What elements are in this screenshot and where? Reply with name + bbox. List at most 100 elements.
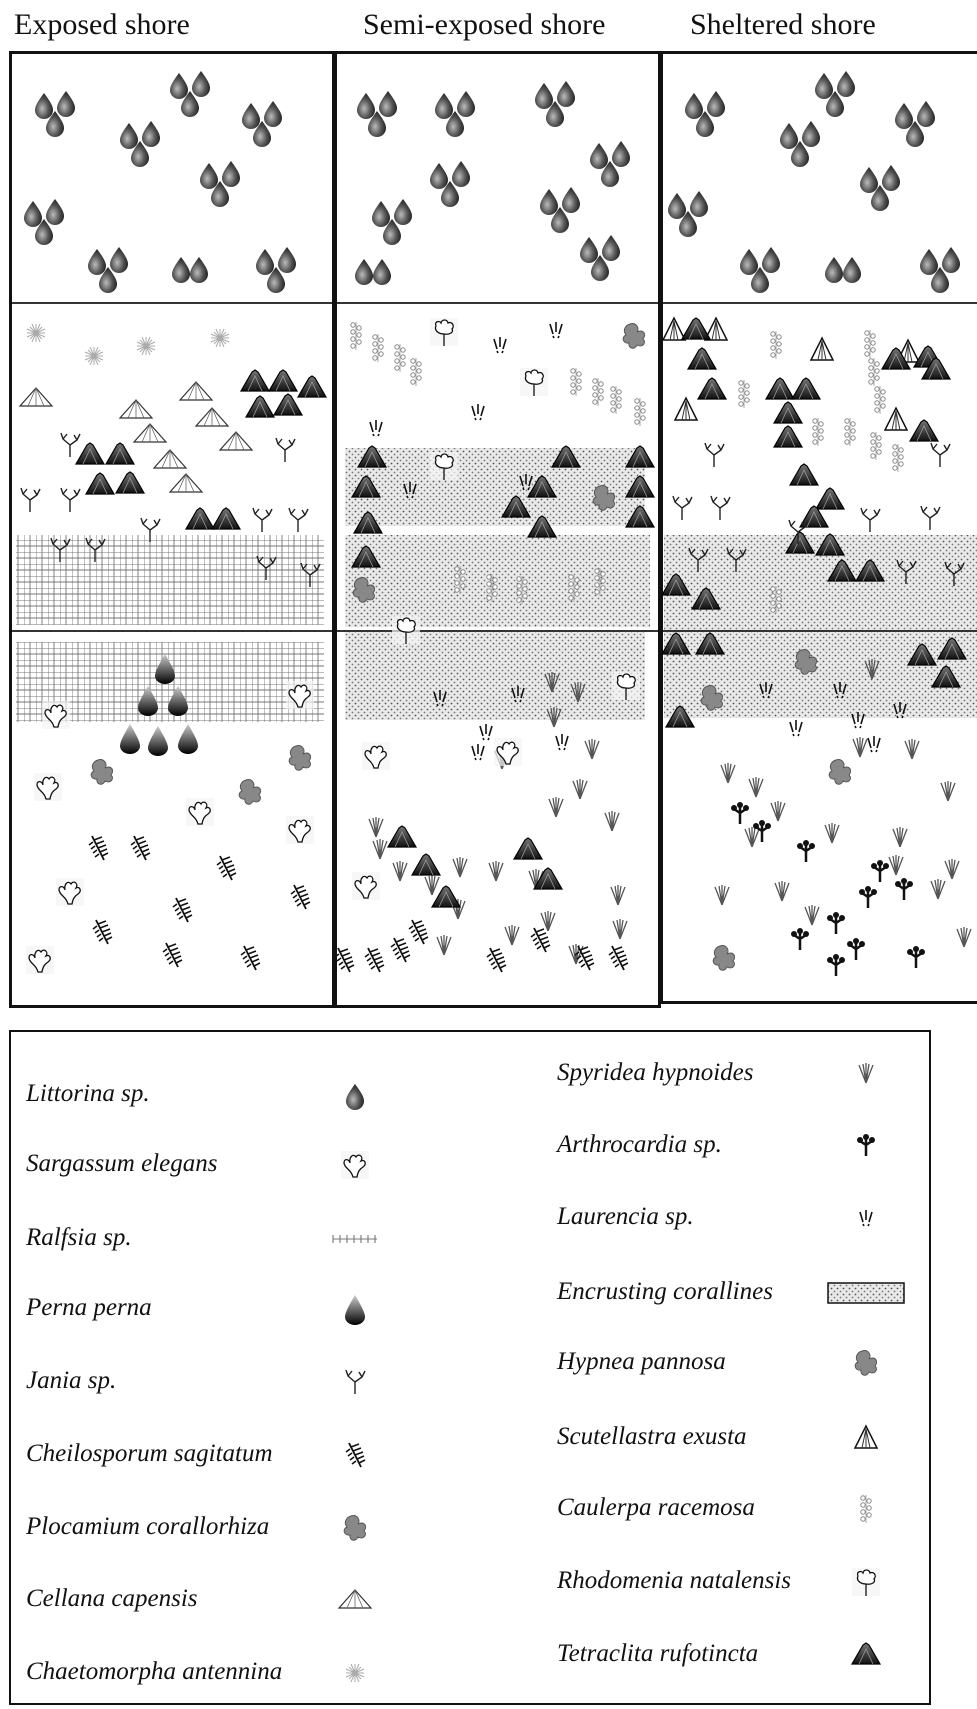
tetraclita-mark — [680, 317, 712, 340]
caulerpa-mark — [568, 574, 580, 602]
arthrocardia-mark — [859, 886, 877, 908]
littorina-mark — [142, 121, 160, 147]
littorina-mark — [780, 123, 798, 149]
tetraclita-mark — [920, 357, 952, 380]
tetraclita-mark — [686, 347, 718, 370]
arthrocardia-mark — [797, 840, 815, 862]
spyridea-mark — [488, 861, 504, 882]
plocamium-mark — [90, 759, 114, 785]
rhodomenia-mark — [430, 318, 458, 346]
tetraclita-mark — [814, 533, 846, 556]
laurencia-mark — [471, 744, 485, 761]
jania-mark — [944, 561, 965, 586]
arthrocardia-mark — [907, 946, 925, 968]
littorina-mark — [751, 267, 769, 293]
laurencia-mark — [851, 712, 865, 729]
legend-symbol-littorina-icon — [346, 1084, 364, 1110]
spyridea-mark — [584, 739, 600, 760]
spyridea-mark — [744, 827, 760, 848]
column-title-sheltered: Sheltered shore — [690, 8, 876, 41]
laurencia-mark — [369, 420, 383, 437]
littorina-mark — [373, 259, 391, 285]
legend-label-laurencia: Laurencia sp. — [557, 1203, 694, 1230]
spyridea-mark — [544, 672, 560, 693]
tetraclita-mark — [184, 507, 216, 530]
spyridea-mark — [528, 869, 544, 890]
spyridea-mark — [504, 925, 520, 946]
littorina-mark — [580, 237, 598, 263]
tetraclita-mark — [660, 573, 692, 596]
littorina-mark — [190, 257, 208, 283]
littorina-mark — [35, 219, 53, 245]
cellana-mark — [132, 423, 168, 443]
littorina-mark — [446, 111, 464, 137]
laurencia-mark — [403, 482, 417, 499]
tetraclita-mark — [624, 475, 656, 498]
tetraclita-mark — [696, 377, 728, 400]
rhodomenia-mark — [430, 452, 458, 480]
caulerpa-mark — [516, 576, 528, 604]
tetraclita-mark — [350, 475, 382, 498]
laurencia-mark — [511, 686, 525, 703]
spyridea-mark — [852, 737, 868, 758]
spyridea-mark — [540, 911, 556, 932]
plocamium-mark — [288, 745, 312, 771]
tetraclita-mark — [84, 472, 116, 495]
littorina-mark — [668, 193, 686, 219]
cheilosporum-mark — [334, 947, 355, 973]
cheilosporum-mark — [88, 835, 109, 861]
perna-mark — [148, 726, 168, 756]
caulerpa-mark — [486, 574, 498, 602]
littorina-mark — [826, 91, 844, 117]
cheilosporum-mark — [364, 947, 385, 973]
littorina-mark — [267, 267, 285, 293]
plocamium-mark — [238, 779, 262, 805]
littorina-mark — [895, 103, 913, 129]
sargassum-mark — [286, 681, 314, 709]
caulerpa-mark — [870, 432, 882, 460]
sargassum-mark — [494, 738, 522, 766]
jania-mark — [288, 507, 309, 532]
laurencia-mark — [833, 682, 847, 699]
cellana-mark — [18, 387, 54, 407]
perna-mark — [155, 654, 175, 684]
tetraclita-mark — [772, 425, 804, 448]
arthrocardia-mark — [847, 938, 865, 960]
spyridea-mark — [864, 659, 880, 680]
column-title-exposed: Exposed shore — [14, 8, 190, 41]
spyridea-mark — [748, 777, 764, 798]
chaetomorpha-mark — [210, 328, 230, 348]
legend-symbol-tetraclita-icon — [850, 1642, 882, 1665]
laurencia-mark — [479, 724, 493, 741]
littorina-mark — [253, 121, 271, 147]
littorina-mark — [762, 247, 780, 273]
arthrocardia-mark — [731, 802, 749, 824]
arthrocardia-mark — [827, 954, 845, 976]
littorina-mark — [707, 91, 725, 117]
hypnea-mark — [352, 577, 376, 603]
chaetomorpha-mark — [26, 323, 46, 343]
tetraclita-mark — [930, 665, 962, 688]
spyridea-mark — [392, 861, 408, 882]
littorina-mark — [837, 71, 855, 97]
spyridea-mark — [804, 905, 820, 926]
littorina-mark — [192, 71, 210, 97]
littorina-mark — [535, 83, 553, 109]
hypnea-mark — [828, 759, 852, 785]
laurencia-mark — [493, 337, 507, 354]
cheilosporum-mark — [574, 945, 595, 971]
littorina-mark — [802, 121, 820, 147]
tetraclita-mark — [244, 395, 276, 418]
jania-mark — [256, 555, 277, 580]
spyridea-mark — [892, 827, 908, 848]
cellana-mark — [168, 473, 204, 493]
spyridea-mark — [714, 885, 730, 906]
tetraclita-mark — [908, 419, 940, 442]
spyridea-mark — [720, 763, 736, 784]
caulerpa-mark — [594, 568, 606, 596]
hypnea-mark — [700, 685, 724, 711]
legend-label-ralfsia: Ralfsia sp. — [26, 1224, 132, 1251]
littorina-mark — [920, 249, 938, 275]
littorina-mark — [264, 101, 282, 127]
